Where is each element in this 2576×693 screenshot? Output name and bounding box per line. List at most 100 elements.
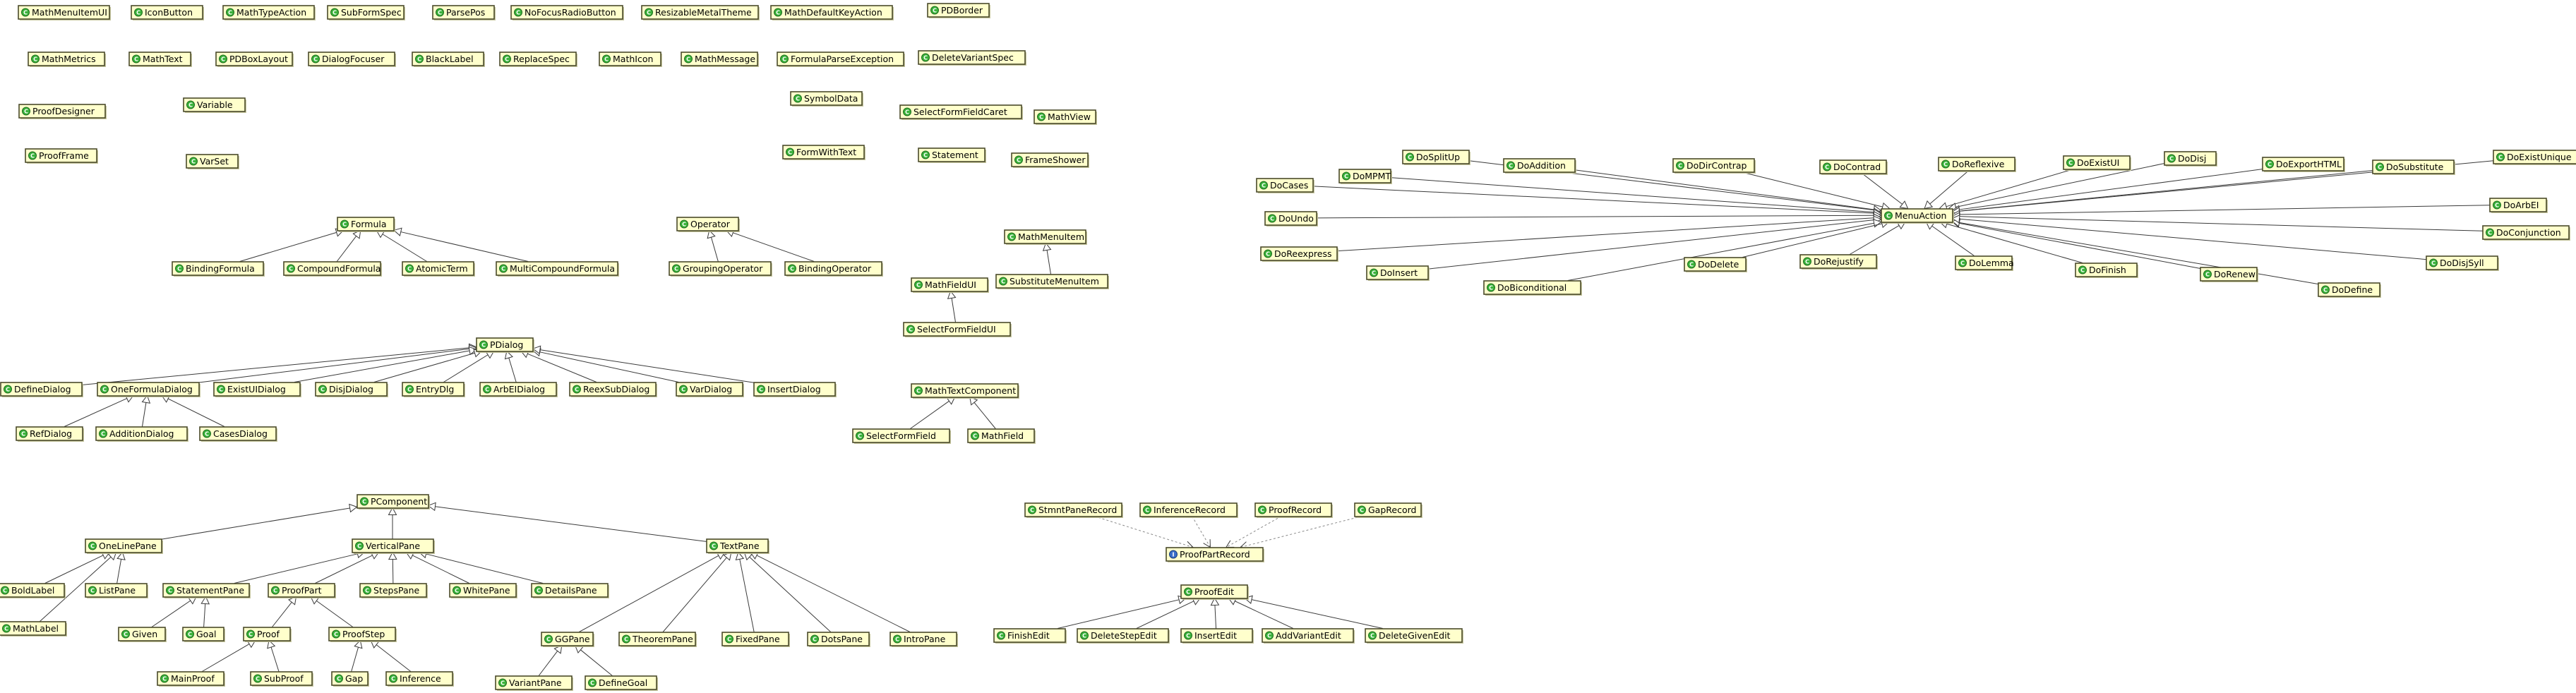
class-node-do-substitute[interactable]: CDoSubstitute (2372, 159, 2455, 175)
class-node-sub-form-spec[interactable]: CSubFormSpec (327, 5, 405, 20)
class-node-atomic-term[interactable]: CAtomicTerm (402, 261, 475, 277)
class-node-stmnt-pane-record[interactable]: CStmntPaneRecord (1024, 502, 1123, 518)
class-node-insert-dialog[interactable]: CInsertDialog (753, 382, 837, 397)
class-node-gap-record[interactable]: CGapRecord (1354, 502, 1422, 518)
class-node-do-disj-syll[interactable]: CDoDisjSyll (2426, 255, 2499, 271)
class-node-compound-formula[interactable]: CCompoundFormula (283, 261, 382, 277)
class-node-multi-compound-formula[interactable]: CMultiCompoundFormula (496, 261, 619, 277)
class-node-math-type-action[interactable]: CMathTypeAction (222, 5, 316, 20)
class-node-main-proof[interactable]: CMainProof (157, 671, 225, 687)
class-node-variant-pane[interactable]: CVariantPane (495, 675, 573, 691)
class-node-do-reexpress[interactable]: CDoReexpress (1260, 246, 1338, 262)
class-node-details-pane[interactable]: CDetailsPane (531, 583, 609, 598)
class-node-do-undo[interactable]: CDoUndo (1264, 211, 1318, 227)
class-node-math-field[interactable]: CMathField (967, 428, 1036, 444)
class-node-gap[interactable]: CGap (331, 671, 369, 687)
class-node-add-variant-edit[interactable]: CAddVariantEdit (1262, 628, 1355, 644)
class-node-proof[interactable]: CProof (243, 627, 292, 642)
class-node-p-dialog[interactable]: CPDialog (476, 337, 534, 353)
class-node-formula-parse-exception[interactable]: CFormulaParseException (777, 52, 905, 67)
class-node-math-view[interactable]: CMathView (1034, 109, 1097, 125)
class-node-binding-operator[interactable]: CBindingOperator (784, 261, 883, 277)
class-node-math-message[interactable]: CMathMessage (681, 52, 759, 67)
class-node-steps-pane[interactable]: CStepsPane (359, 583, 428, 598)
class-node-reex-sub-dialog[interactable]: CReexSubDialog (569, 382, 657, 397)
class-node-math-metrics[interactable]: CMathMetrics (28, 52, 106, 67)
class-node-symbol-data[interactable]: CSymbolData (790, 91, 863, 107)
class-node-fixed-pane[interactable]: CFixedPane (721, 632, 790, 647)
class-node-do-dir-contrap[interactable]: CDoDirContrap (1672, 158, 1756, 174)
class-node-replace-spec[interactable]: CReplaceSpec (499, 52, 577, 67)
class-node-do-delete[interactable]: CDoDelete (1684, 257, 1747, 272)
class-node-white-pane[interactable]: CWhitePane (449, 583, 517, 598)
class-node-goal[interactable]: CGoal (182, 627, 225, 642)
class-node-math-field-ui[interactable]: CMathFieldUI (911, 277, 989, 293)
class-node-select-form-field-ui[interactable]: CSelectFormFieldUI (903, 322, 1012, 337)
class-node-exist-ui-dialog[interactable]: CExistUIDialog (213, 382, 301, 397)
class-node-entry-dlg[interactable]: CEntryDlg (402, 382, 465, 397)
class-node-insert-edit[interactable]: CInsertEdit (1180, 628, 1254, 644)
class-node-do-disj[interactable]: CDoDisj (2164, 151, 2217, 167)
class-node-do-contrad[interactable]: CDoContrad (1819, 159, 1888, 175)
class-node-do-arb-ei[interactable]: CDoArbEI (2489, 198, 2548, 213)
class-node-theorem-pane[interactable]: CTheoremPane (618, 632, 697, 647)
class-node-variable[interactable]: CVariable (183, 97, 246, 113)
class-node-do-biconditional[interactable]: CDoBiconditional (1483, 280, 1582, 296)
class-node-finish-edit[interactable]: CFinishEdit (993, 628, 1067, 644)
class-node-do-split-up[interactable]: CDoSplitUp (1402, 150, 1470, 165)
class-node-pd-border[interactable]: CPDBorder (927, 3, 990, 18)
class-node-proof-part[interactable]: CProofPart (268, 583, 336, 598)
class-node-delete-variant-spec[interactable]: CDeleteVariantSpec (918, 50, 1026, 66)
class-node-delete-step-edit[interactable]: CDeleteStepEdit (1077, 628, 1170, 644)
class-node-select-form-field[interactable]: CSelectFormField (852, 428, 951, 444)
class-node-math-text-component[interactable]: CMathTextComponent (911, 383, 1019, 399)
class-node-grouping-operator[interactable]: CGroupingOperator (669, 261, 772, 277)
class-node-do-exist-unique[interactable]: CDoExistUnique (2493, 150, 2576, 165)
class-node-do-rejustify[interactable]: CDoRejustify (1799, 254, 1878, 270)
class-node-operator[interactable]: COperator (676, 217, 740, 232)
class-node-pd-box-layout[interactable]: CPDBoxLayout (215, 52, 294, 67)
class-node-proof-step[interactable]: CProofStep (328, 627, 397, 642)
class-node-menu-action[interactable]: CMenuAction (1881, 208, 1954, 224)
class-node-do-renew[interactable]: CDoRenew (2200, 267, 2258, 282)
class-node-text-pane[interactable]: CTextPane (706, 538, 769, 554)
class-node-math-default-key-action[interactable]: CMathDefaultKeyAction (770, 5, 894, 20)
class-node-addition-dialog[interactable]: CAdditionDialog (95, 426, 188, 442)
class-node-define-dialog[interactable]: CDefineDialog (0, 382, 83, 397)
class-node-given[interactable]: CGiven (118, 627, 167, 642)
class-node-statement-pane[interactable]: CStatementPane (162, 583, 251, 598)
class-node-define-goal[interactable]: CDefineGoal (585, 675, 658, 691)
class-node-proof-part-record[interactable]: IProofPartRecord (1166, 547, 1264, 562)
class-node-math-text[interactable]: CMathText (128, 52, 192, 67)
class-node-one-line-pane[interactable]: COneLinePane (85, 538, 163, 554)
class-node-intro-pane[interactable]: CIntroPane (889, 632, 958, 647)
class-node-statement[interactable]: CStatement (918, 147, 986, 163)
class-node-one-formula-dialog[interactable]: COneFormulaDialog (97, 382, 200, 397)
class-node-proof-designer[interactable]: CProofDesigner (18, 104, 107, 119)
class-node-frame-shower[interactable]: CFrameShower (1011, 152, 1089, 168)
class-node-do-mpmt[interactable]: CDoMPMT (1338, 169, 1392, 184)
class-node-icon-button[interactable]: CIconButton (131, 5, 204, 20)
class-node-math-menu-item[interactable]: CMathMenuItem (1004, 229, 1087, 245)
class-node-proof-record[interactable]: CProofRecord (1254, 502, 1333, 518)
class-node-gg-pane[interactable]: CGGPane (541, 632, 594, 647)
class-node-form-with-text[interactable]: CFormWithText (782, 145, 865, 160)
class-node-do-addition[interactable]: CDoAddition (1503, 158, 1576, 174)
class-node-parse-pos[interactable]: CParsePos (432, 5, 496, 20)
class-node-dots-pane[interactable]: CDotsPane (807, 632, 870, 647)
class-node-math-icon[interactable]: CMathIcon (599, 52, 662, 67)
class-node-ref-dialog[interactable]: CRefDialog (16, 426, 84, 442)
class-node-black-label[interactable]: CBlackLabel (412, 52, 485, 67)
class-node-delete-given-edit[interactable]: CDeleteGivenEdit (1365, 628, 1463, 644)
class-node-bold-label[interactable]: CBoldLabel (0, 583, 66, 598)
class-node-formula[interactable]: CFormula (337, 217, 395, 232)
class-node-no-focus-radio-button[interactable]: CNoFocusRadioButton (510, 5, 624, 20)
class-node-do-export-html[interactable]: CDoExportHTML (2262, 157, 2345, 172)
class-node-math-label[interactable]: CMathLabel (0, 621, 67, 637)
class-node-arb-ei-dialog[interactable]: CArbEIDialog (479, 382, 558, 397)
class-node-do-insert[interactable]: CDoInsert (1366, 265, 1430, 281)
class-node-proof-edit[interactable]: CProofEdit (1180, 584, 1249, 600)
class-node-do-define[interactable]: CDoDefine (2318, 282, 2381, 298)
class-node-do-reflexive[interactable]: CDoReflexive (1938, 157, 2016, 172)
class-node-vertical-pane[interactable]: CVerticalPane (352, 538, 435, 554)
